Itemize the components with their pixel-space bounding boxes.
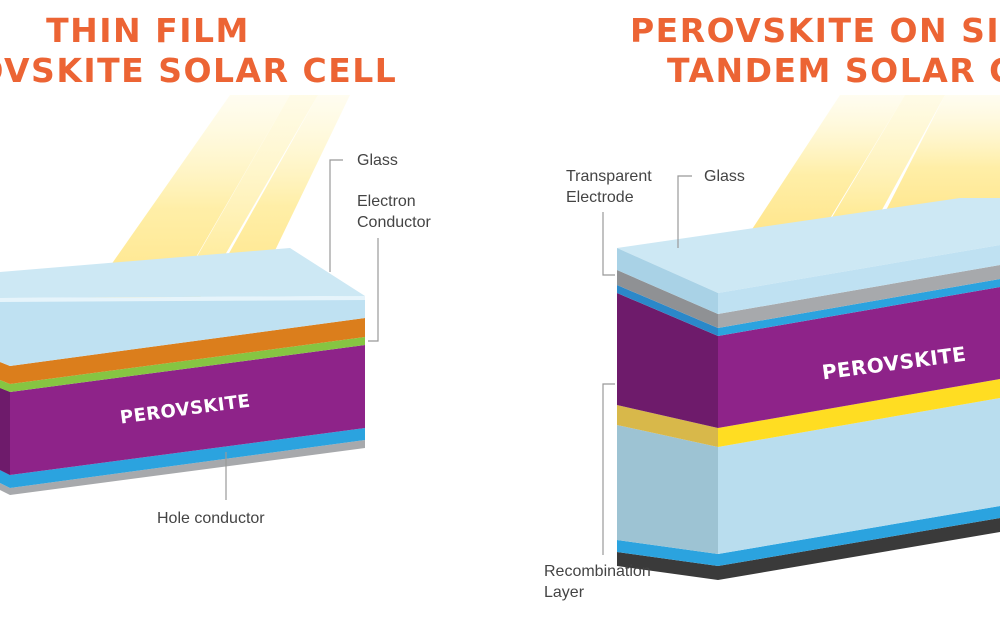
electron-conductor-label-line1: Electron xyxy=(357,193,416,210)
right-glass-leader-line xyxy=(677,175,692,248)
left-hole-conductor-front xyxy=(0,428,365,488)
hole-conductor-label: Hole conductor xyxy=(157,510,265,527)
right-sun-beam xyxy=(745,95,905,240)
left-title-line2: PEROVSKITE SOLAR CELL xyxy=(0,51,397,90)
right-glass-side xyxy=(617,248,718,314)
left-sun-beam xyxy=(172,95,318,300)
electron-conductor-leader-line xyxy=(368,238,379,342)
left-glass-front xyxy=(0,296,365,366)
electron-conductor-label-line2: Conductor xyxy=(357,214,431,231)
right-perovskite-side xyxy=(617,293,718,428)
right-diagram: PEROVSKITE Transparent Electrode Glass R… xyxy=(544,11,1000,601)
right-sun-beam xyxy=(822,95,945,234)
right-glass-label: Glass xyxy=(704,168,745,185)
transparent-electrode-label-line1: Transparent xyxy=(566,168,652,185)
left-title-line1: THIN FILM xyxy=(46,11,250,50)
left-perovskite-front xyxy=(0,345,365,475)
recombination-leader-line xyxy=(602,383,615,555)
recombination-layer-label-line1: Recombination xyxy=(544,563,651,580)
right-title-line2: TANDEM SOLAR CELL xyxy=(667,51,1000,90)
left-perovskite-side xyxy=(0,388,10,475)
right-silicon-front xyxy=(718,398,1000,554)
left-green-layer xyxy=(0,337,365,392)
left-sun-beam xyxy=(85,95,290,302)
right-title-line1: PEROVSKITE ON SILICON xyxy=(630,11,1000,50)
right-glass-top xyxy=(617,198,1000,293)
right-glass-front xyxy=(718,245,1000,314)
right-electrode-gray-side xyxy=(617,270,718,328)
transparent-electrode-leader-line xyxy=(602,212,615,276)
left-diagram: PEROVSKITE Glass Electron Conductor Hole… xyxy=(0,11,431,527)
transparent-electrode-label-line2: Electrode xyxy=(566,189,634,206)
right-recombination-front xyxy=(718,379,1000,447)
right-recombination-side xyxy=(617,405,718,447)
right-sunlight-beams xyxy=(745,95,1000,240)
left-glass-top xyxy=(0,248,365,298)
left-electron-conductor-layer xyxy=(0,318,365,384)
glass-leader-line xyxy=(329,159,343,272)
recombination-layer-label-line2: Layer xyxy=(544,584,585,601)
right-silicon-side xyxy=(617,425,718,554)
right-electrode-blue-front xyxy=(718,279,1000,336)
left-glass-label: Glass xyxy=(357,152,398,169)
left-sunlight-beams xyxy=(85,95,350,302)
left-sun-beam xyxy=(205,95,350,296)
right-sun-beam xyxy=(878,95,1000,226)
left-gray-base-front xyxy=(0,440,365,495)
right-perovskite-front xyxy=(718,287,1000,428)
right-electrode-blue-side xyxy=(617,285,718,336)
left-glass-highlight xyxy=(0,296,365,302)
right-electrode-gray-front xyxy=(718,265,1000,328)
